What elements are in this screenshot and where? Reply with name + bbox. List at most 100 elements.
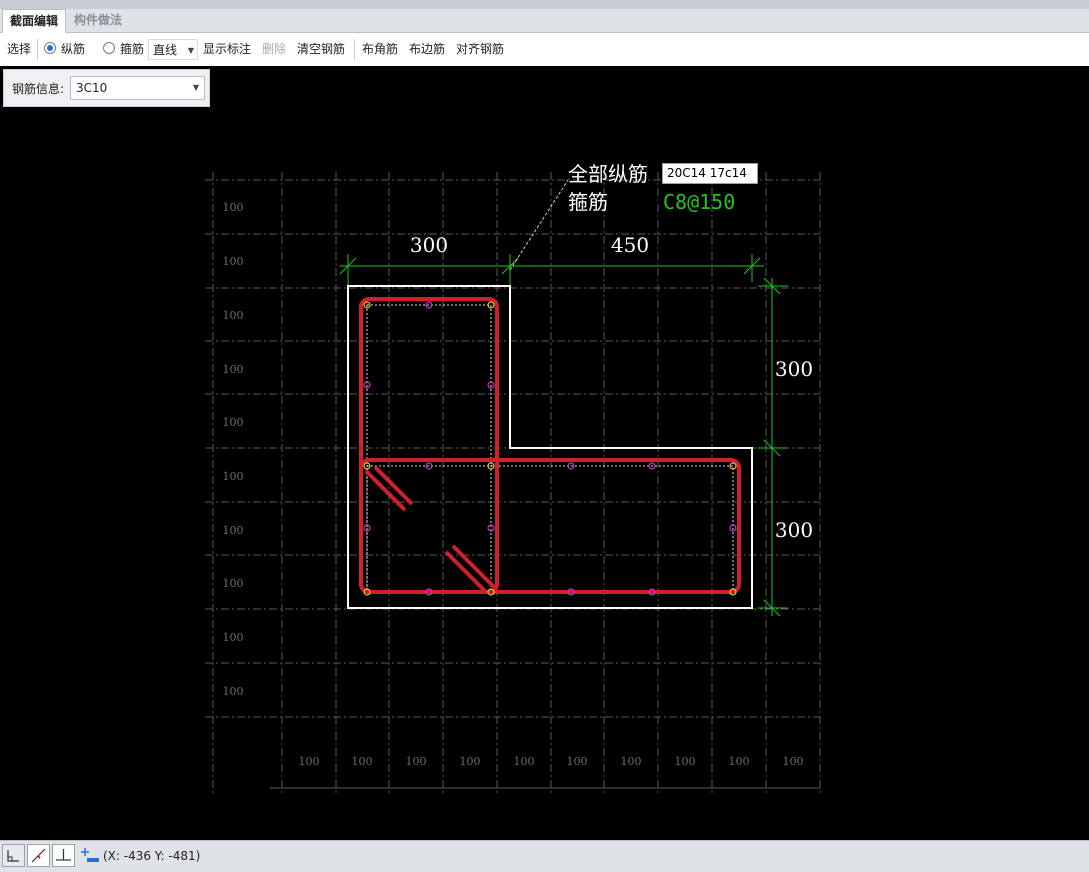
ortho-snap-icon[interactable] xyxy=(2,844,25,867)
grid-label-bottom: 100 xyxy=(729,755,750,768)
stirrup-hook xyxy=(364,469,407,512)
chevron-down-icon: ▼ xyxy=(192,83,199,92)
coordinate-snap-icon[interactable] xyxy=(78,844,101,867)
all-longitudinal-input[interactable]: 20C14 17c14 xyxy=(662,163,758,184)
rebar-edge[interactable] xyxy=(425,588,433,596)
grid-label-left: 100 xyxy=(223,631,244,644)
stirrup-hook xyxy=(444,550,488,594)
all-longitudinal-label: 全部纵筋 xyxy=(568,162,648,186)
grid-label-bottom: 100 xyxy=(406,755,427,768)
radio-stirrup-label[interactable]: 箍筋 xyxy=(120,42,145,56)
rebar-corner[interactable] xyxy=(363,301,371,309)
toolbar-separator xyxy=(354,39,355,60)
rebar-info-value: 3C10 xyxy=(76,81,108,95)
rebar-edge[interactable] xyxy=(363,524,371,532)
corner-rebar-button[interactable]: 布角筋 xyxy=(362,42,399,56)
edge-rebar-button[interactable]: 布边筋 xyxy=(409,42,446,56)
dim-tick xyxy=(743,257,761,275)
toolbar: 选择 纵筋 箍筋 直线 ▼ 显示标注 删除 清空钢筋 布角筋 布边筋 对齐钢筋 xyxy=(0,33,1089,67)
grid-label-bottom: 100 xyxy=(352,755,373,768)
canvas-background xyxy=(0,66,1089,840)
tab-bar: 截面编辑 构件做法 xyxy=(0,0,1089,33)
grid-label-left: 100 xyxy=(223,363,244,376)
grid-label-left: 100 xyxy=(223,201,244,214)
coordinates-readout: (X: -436 Y: -481) xyxy=(103,849,201,863)
rebar-info-dropdown[interactable]: 3C10 ▼ xyxy=(70,76,205,100)
leader-line xyxy=(509,179,569,271)
rebar-info-label: 钢筋信息: xyxy=(12,82,65,96)
radio-stirrup[interactable] xyxy=(103,42,115,54)
rebar-edge[interactable] xyxy=(425,301,433,309)
rebar-corner[interactable] xyxy=(363,462,371,470)
rebar-edge[interactable] xyxy=(487,524,495,532)
rebar-edge[interactable] xyxy=(648,462,656,470)
grid-label-bottom: 100 xyxy=(514,755,535,768)
rebar-edge[interactable] xyxy=(425,462,433,470)
cover-line-bottom xyxy=(366,465,734,593)
grid-label-bottom: 100 xyxy=(299,755,320,768)
grid xyxy=(205,172,821,795)
show-annotation-button[interactable]: 显示标注 xyxy=(203,42,252,56)
tab-section-edit[interactable]: 截面编辑 xyxy=(2,9,67,33)
stirrup-hook xyxy=(451,544,496,589)
stirrup-value[interactable]: C8@150 xyxy=(663,190,735,214)
grid-label-left: 100 xyxy=(223,577,244,590)
stirrup-label: 箍筋 xyxy=(568,190,608,214)
tab-strip xyxy=(0,0,1089,9)
status-bar: (X: -436 Y: -481) xyxy=(0,840,1089,872)
grid-label-bottom: 100 xyxy=(783,755,804,768)
rebar-corner[interactable] xyxy=(487,588,495,596)
grid-label-bottom: 100 xyxy=(621,755,642,768)
delete-button[interactable]: 删除 xyxy=(262,42,287,56)
grid-label-bottom: 100 xyxy=(567,755,588,768)
clear-rebar-button[interactable]: 清空钢筋 xyxy=(297,42,346,56)
dim-label-right-top: 300 xyxy=(775,357,813,381)
rebar-corner[interactable] xyxy=(487,301,495,309)
select-button[interactable]: 选择 xyxy=(7,42,32,56)
tab-component-method[interactable]: 构件做法 xyxy=(74,13,123,27)
grid-label-left: 100 xyxy=(223,524,244,537)
radio-longitudinal-label[interactable]: 纵筋 xyxy=(61,42,86,56)
rebar-edge[interactable] xyxy=(363,381,371,389)
dim-label-top-right: 450 xyxy=(611,233,649,257)
diagonal-snap-icon[interactable] xyxy=(27,844,50,867)
grid-label-left: 100 xyxy=(223,309,244,322)
grid-labels: 100 100 100 100 100 100 100 100 100 100 100 100 100 1… xyxy=(223,201,804,768)
rebar-corner[interactable] xyxy=(487,462,495,470)
rebar-corner[interactable] xyxy=(363,588,371,596)
perpendicular-snap-icon[interactable] xyxy=(52,844,75,867)
rebar-info-panel: 钢筋信息: 3C10 ▼ xyxy=(3,69,210,107)
rebar-corner[interactable] xyxy=(729,588,737,596)
dimension-lines xyxy=(339,254,788,617)
stirrup-horizontal[interactable] xyxy=(359,458,741,594)
rebar-edge[interactable] xyxy=(567,588,575,596)
section-outline[interactable] xyxy=(347,285,753,609)
align-rebar-button[interactable]: 对齐钢筋 xyxy=(456,42,505,56)
stirrups[interactable] xyxy=(359,297,741,594)
radio-longitudinal[interactable] xyxy=(44,42,56,54)
dim-tick xyxy=(763,439,781,457)
rebar-edge[interactable] xyxy=(729,524,737,532)
grid-label-left: 100 xyxy=(223,685,244,698)
grid-label-left: 100 xyxy=(223,255,244,268)
line-mode-dropdown[interactable]: 直线 ▼ xyxy=(148,39,198,60)
rebar-edge[interactable] xyxy=(567,462,575,470)
dim-tick xyxy=(339,257,357,275)
rebar-corner[interactable] xyxy=(729,462,737,470)
grid-label-bottom: 100 xyxy=(675,755,696,768)
grid-label-left: 100 xyxy=(223,470,244,483)
rebar-points[interactable] xyxy=(363,301,737,596)
grid-label-left: 100 xyxy=(223,416,244,429)
dim-tick xyxy=(501,257,519,275)
rebar-edge[interactable] xyxy=(648,588,656,596)
dim-label-top-left: 300 xyxy=(410,233,448,257)
grid-label-bottom: 100 xyxy=(460,755,481,768)
dim-tick xyxy=(763,277,781,295)
dim-tick xyxy=(763,599,781,617)
stirrup-hook xyxy=(373,465,414,506)
drawing-canvas[interactable]: 100 100 100 100 100 100 100 100 100 100 100 100 100 1… xyxy=(0,66,1089,840)
line-mode-value: 直线 xyxy=(153,43,178,57)
rebar-edge[interactable] xyxy=(487,381,495,389)
chevron-down-icon: ▼ xyxy=(187,46,194,55)
dim-label-right-bottom: 300 xyxy=(775,518,813,542)
